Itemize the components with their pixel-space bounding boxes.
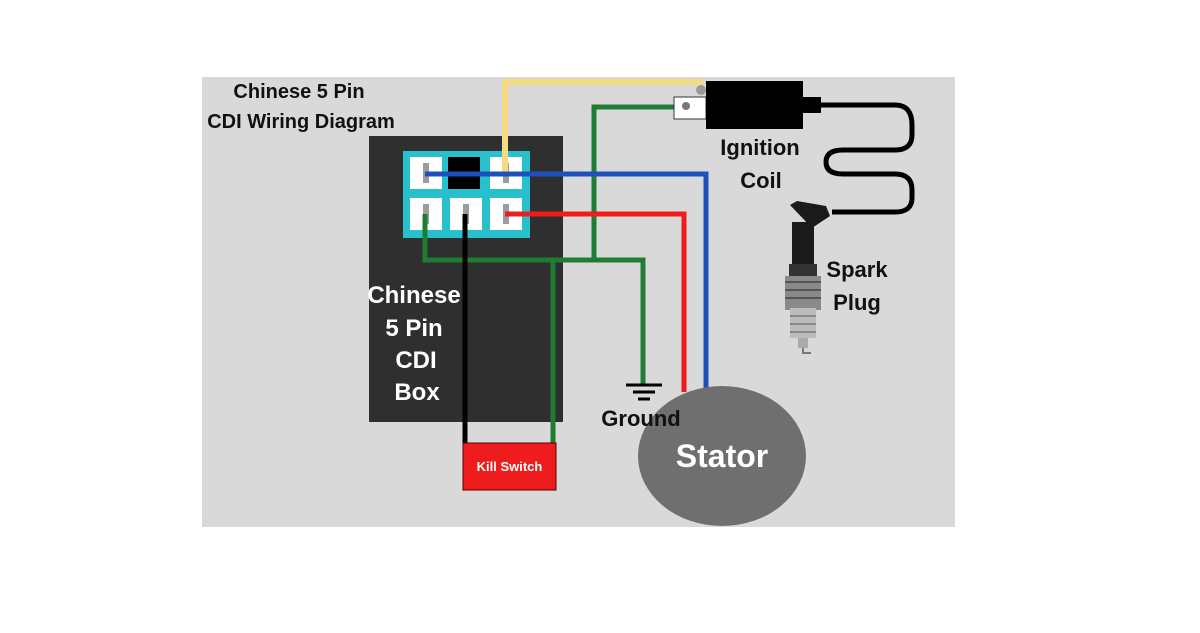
kill-switch-label: Kill Switch	[477, 459, 543, 474]
wire-red	[505, 211, 687, 392]
diagram-title-line2: CDI Wiring Diagram	[207, 111, 395, 133]
wire-green-ground	[422, 214, 646, 385]
ignition-coil-label-line1: Ignition	[720, 135, 799, 160]
diagram-title-line1: Chinese 5 Pin	[233, 81, 364, 103]
wire-blue	[425, 171, 709, 388]
ignition-coil-label-line2: Coil	[740, 168, 782, 193]
cdi-box-label-line3: CDI	[395, 347, 436, 374]
cdi-box-label-line4: Box	[394, 379, 440, 406]
ground-symbol-icon	[626, 383, 662, 401]
cdi-box-label-line1: Chinese	[367, 282, 460, 309]
ground-label: Ground	[601, 406, 680, 431]
spark-plug-label-line1: Spark	[826, 257, 888, 282]
ignition-coil-icon	[673, 81, 915, 215]
spark-plug-icon	[785, 201, 830, 354]
kill-switch	[462, 442, 557, 491]
spark-plug-label-line2: Plug	[833, 290, 881, 315]
wire-green-coil	[591, 104, 678, 260]
stator-label: Stator	[676, 438, 768, 474]
stator	[638, 386, 806, 526]
cdi-box-label-line2: 5 Pin	[385, 315, 442, 342]
